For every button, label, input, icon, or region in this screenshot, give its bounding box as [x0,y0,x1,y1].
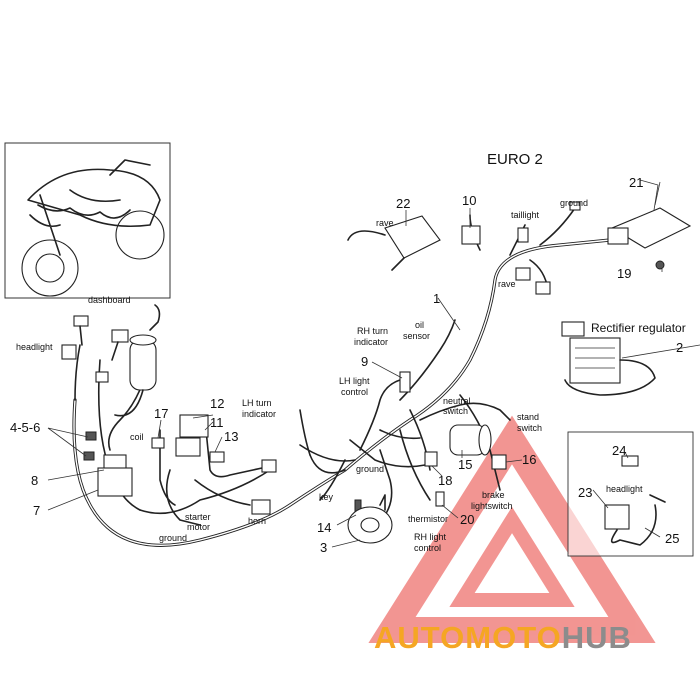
label-rh-turn: RH turn [357,326,388,336]
label-brake: brake [482,490,505,500]
label-oil: oil [415,320,424,330]
label-rh-light: RH light [414,532,447,542]
callout-13: 13 [224,429,238,444]
callout-10: 10 [462,193,476,208]
label-lh-light-control: control [341,387,368,397]
label-rave-mid: rave [498,279,516,289]
callout-17: 17 [154,406,168,421]
label-stand: stand [517,412,539,422]
watermark-text-hub: HUB [562,620,632,655]
label-ground-top: ground [560,198,588,208]
callout-3: 3 [320,540,327,555]
label-neutral: neutral [443,396,471,406]
label-brake-lightswitch: lightswitch [471,501,513,511]
watermark-logo: AUTOMOTOHUB [374,620,632,655]
callout-14: 14 [317,520,331,535]
label-lh-turn: LH turn [242,398,272,408]
label-lh-turn-indicator: indicator [242,409,276,419]
leader-lines [47,181,700,548]
components [61,179,692,544]
callout-15: 15 [458,457,472,472]
callout-25: 25 [665,531,679,546]
label-key: key [319,492,334,502]
label-ground-left: ground [159,533,187,543]
callout-numbers: 1 2 3 4-5-6 7 8 9 10 11 12 13 14 15 16 1… [10,175,683,555]
svg-text:AUTOMOTOHUB: AUTOMOTOHUB [374,620,632,655]
label-taillight: taillight [511,210,540,220]
label-stand-switch: switch [517,423,542,433]
callout-18: 18 [438,473,452,488]
label-ground-mid: ground [356,464,384,474]
callout-2: 2 [676,340,683,355]
label-headlight: headlight [16,342,53,352]
callout-12: 12 [210,396,224,411]
label-rectifier-regulator: Rectifier regulator [591,321,686,335]
callout-23: 23 [578,485,592,500]
label-rh-turn-indicator: indicator [354,337,388,347]
label-starter: starter [185,512,211,522]
callout-11: 11 [210,415,224,430]
label-oil-sensor: sensor [403,331,430,341]
label-neutral-switch: switch [443,406,468,416]
callout-22: 22 [396,196,410,211]
callout-7: 7 [33,503,40,518]
label-horn: horn [248,516,266,526]
callout-24: 24 [612,443,626,458]
callout-1: 1 [433,291,440,306]
callout-4-5-6: 4-5-6 [10,420,40,435]
headlight-inset [567,431,694,557]
label-coil: coil [130,432,144,442]
label-rh-light-control: control [414,543,441,553]
callout-9: 9 [361,354,368,369]
callout-16: 16 [522,452,536,467]
watermark-text-auto: AUTO [374,620,465,655]
callout-19: 19 [617,266,631,281]
label-headlight-inset: headlight [606,484,643,494]
motorcycle-inset [4,142,171,299]
page-title: EURO 2 [487,151,543,168]
watermark-text-moto: MOTO [465,620,561,655]
label-lh-light: LH light [339,376,370,386]
callout-20: 20 [460,512,474,527]
label-motor: motor [187,522,210,532]
callout-8: 8 [31,473,38,488]
label-rave-top: rave [376,218,394,228]
label-thermistor: thermistor [408,514,448,524]
callout-21: 21 [629,175,643,190]
label-dashboard: dashboard [88,295,131,305]
text-labels: EURO 2 dashboard headlight headlight coi… [16,151,686,553]
